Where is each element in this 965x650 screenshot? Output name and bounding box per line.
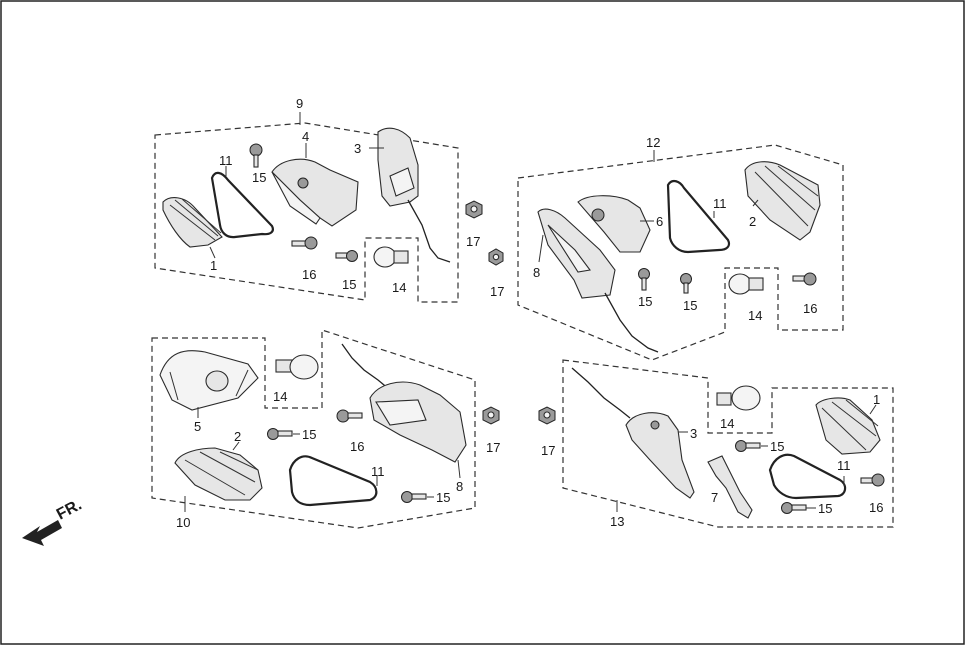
callout-6: 6 bbox=[656, 214, 663, 229]
callout-16-d: 16 bbox=[869, 500, 883, 515]
gasket-part-11-b bbox=[666, 179, 731, 254]
callout-1-a: 1 bbox=[210, 258, 217, 273]
screw-part-15-h bbox=[781, 502, 807, 514]
callout-2-b: 2 bbox=[234, 429, 241, 444]
callout-14-d: 14 bbox=[720, 416, 734, 431]
base-part-5 bbox=[159, 350, 259, 411]
callout-11-c: 11 bbox=[371, 464, 385, 479]
gasket-part-11-c bbox=[288, 455, 378, 507]
callout-15-a: 15 bbox=[252, 170, 266, 185]
callout-11-d: 11 bbox=[837, 458, 851, 473]
callout-17-d: 17 bbox=[541, 443, 555, 458]
bracket-part-7 bbox=[707, 455, 753, 519]
callout-11-b: 11 bbox=[713, 196, 727, 211]
signal-body-part-8-b bbox=[341, 343, 467, 463]
housing-part-6 bbox=[577, 195, 651, 253]
screw-part-16-a bbox=[291, 236, 318, 250]
callout-3-a: 3 bbox=[354, 141, 361, 156]
callout-2-a: 2 bbox=[749, 214, 756, 229]
screw-part-15-c bbox=[638, 268, 650, 291]
callout-13: 13 bbox=[610, 514, 624, 529]
gasket-part-11-d bbox=[768, 453, 847, 500]
callout-9: 9 bbox=[296, 96, 303, 111]
callout-7: 7 bbox=[711, 490, 718, 505]
callout-4: 4 bbox=[302, 129, 309, 144]
callout-15-d: 15 bbox=[683, 298, 697, 313]
callout-15-g: 15 bbox=[770, 439, 784, 454]
screw-part-15-d bbox=[680, 273, 692, 294]
screw-part-15-a bbox=[249, 143, 263, 168]
callout-8-a: 8 bbox=[533, 265, 540, 280]
callout-15-h: 15 bbox=[818, 501, 832, 516]
housing-part-4 bbox=[271, 158, 359, 227]
screw-part-16-d bbox=[860, 473, 885, 487]
nut-part-17-b bbox=[488, 248, 504, 266]
screw-part-15-f bbox=[401, 491, 427, 503]
callout-3-b: 3 bbox=[690, 426, 697, 441]
nut-part-17-a bbox=[465, 200, 483, 219]
screw-part-15-e bbox=[267, 428, 293, 440]
callout-15-c: 15 bbox=[638, 294, 652, 309]
callout-14-b: 14 bbox=[748, 308, 762, 323]
group-9-outline bbox=[154, 122, 459, 303]
bulb-part-14-a bbox=[373, 246, 409, 268]
screw-part-15-b bbox=[335, 250, 358, 262]
callout-10: 10 bbox=[176, 515, 190, 530]
callout-14-a: 14 bbox=[392, 280, 406, 295]
callout-16-c: 16 bbox=[350, 439, 364, 454]
group-12-outline bbox=[517, 144, 844, 361]
screw-part-16-c bbox=[336, 409, 363, 423]
bulb-part-14-c bbox=[275, 354, 319, 380]
nut-part-17-c bbox=[482, 406, 500, 425]
screw-part-15-g bbox=[735, 440, 761, 452]
callout-17-b: 17 bbox=[490, 284, 504, 299]
callout-16-b: 16 bbox=[803, 301, 817, 316]
signal-body-part-8-a bbox=[537, 208, 659, 353]
callout-11-a: 11 bbox=[219, 153, 233, 168]
bulb-part-14-d bbox=[716, 385, 761, 411]
front-direction-arrow bbox=[22, 520, 62, 546]
lens-part-1 bbox=[162, 197, 223, 248]
signal-body-part-3-b bbox=[571, 367, 695, 499]
callout-16-a: 16 bbox=[302, 267, 316, 282]
callout-15-e: 15 bbox=[302, 427, 316, 442]
callout-15-f: 15 bbox=[436, 490, 450, 505]
direction-label: FR. bbox=[54, 496, 85, 523]
callout-1-b: 1 bbox=[873, 392, 880, 407]
lens-part-1-b bbox=[815, 397, 881, 455]
callout-8-b: 8 bbox=[456, 479, 463, 494]
callout-15-b: 15 bbox=[342, 277, 356, 292]
screw-part-16-b bbox=[792, 272, 817, 286]
group-13-outline bbox=[562, 359, 894, 528]
lens-part-2-b bbox=[174, 447, 263, 501]
callout-12: 12 bbox=[646, 135, 660, 150]
callout-17-c: 17 bbox=[486, 440, 500, 455]
signal-body-part-3-a bbox=[377, 127, 451, 263]
callout-5: 5 bbox=[194, 419, 201, 434]
bulb-part-14-b bbox=[728, 273, 764, 295]
lens-part-2-a bbox=[744, 161, 821, 241]
callout-14-c: 14 bbox=[273, 389, 287, 404]
nut-part-17-d bbox=[538, 406, 556, 425]
gasket-part-11-a bbox=[210, 171, 274, 239]
callout-17-a: 17 bbox=[466, 234, 480, 249]
